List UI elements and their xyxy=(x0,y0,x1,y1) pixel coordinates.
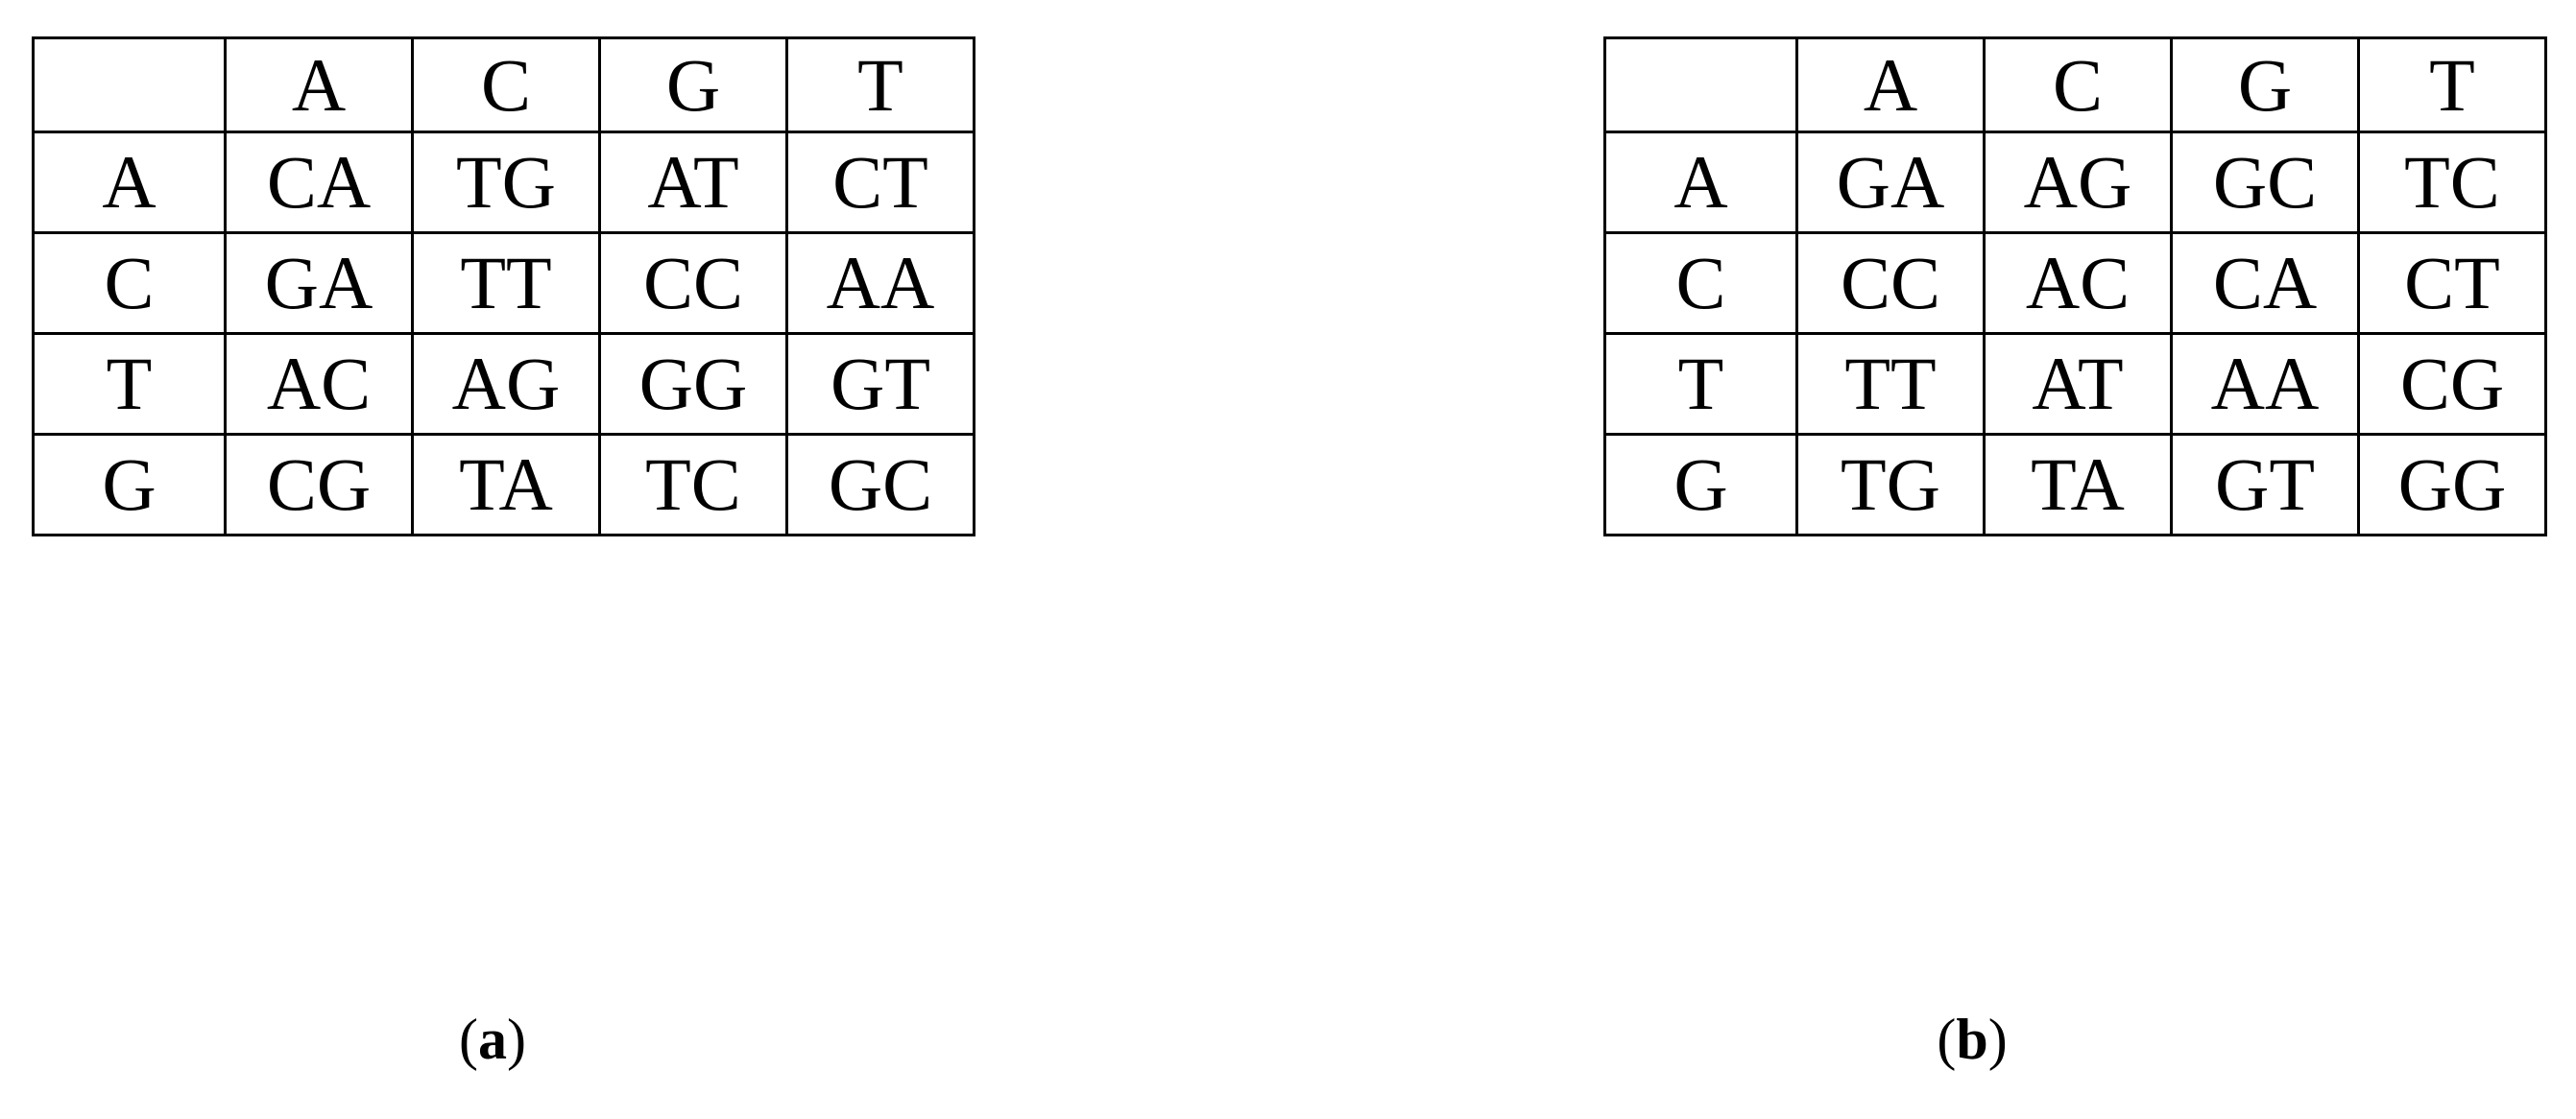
data-cell: GG xyxy=(598,332,788,436)
row-header-2: C xyxy=(1603,231,1798,335)
data-cell: GC xyxy=(785,433,975,536)
row-header-3: T xyxy=(32,332,227,436)
caption-letter: b xyxy=(1956,1008,1988,1071)
data-cell: GC xyxy=(2170,131,2360,234)
data-cell: GG xyxy=(2357,433,2547,536)
table-row: T AC AG GG GT xyxy=(32,332,975,436)
row-header-1: A xyxy=(32,131,227,234)
data-cell: TA xyxy=(1983,433,2173,536)
data-cell: GT xyxy=(785,332,975,436)
data-cell: AC xyxy=(1983,231,2173,335)
table-row: T TT AT AA CG xyxy=(1603,332,2547,436)
table-row: A GA AG GC TC xyxy=(1603,131,2547,234)
table-row: C GA TT CC AA xyxy=(32,231,975,335)
data-cell: TC xyxy=(598,433,788,536)
data-cell: CC xyxy=(598,231,788,335)
data-cell: TG xyxy=(1795,433,1986,536)
data-cell: AT xyxy=(598,131,788,234)
column-header-3: G xyxy=(598,36,788,133)
column-header-4: T xyxy=(2357,36,2547,133)
data-cell: TT xyxy=(1795,332,1986,436)
data-cell: CG xyxy=(2357,332,2547,436)
data-cell: AT xyxy=(1983,332,2173,436)
row-header-1: A xyxy=(1603,131,1798,234)
corner-cell xyxy=(32,36,227,133)
caption-letter: a xyxy=(478,1008,507,1071)
column-header-2: C xyxy=(1983,36,2173,133)
table-row: C CC AC CA CT xyxy=(1603,231,2547,335)
data-cell: TC xyxy=(2357,131,2547,234)
panel-caption-b: (b) xyxy=(1502,1011,2443,1068)
panel-caption-a: (a) xyxy=(32,1011,953,1068)
column-header-4: T xyxy=(785,36,975,133)
data-cell: GA xyxy=(224,231,414,335)
panel-b: A C G T A GA AG GC TC C CC AC CA C xyxy=(1603,0,2547,1119)
data-cell: AC xyxy=(224,332,414,436)
data-cell: CC xyxy=(1795,231,1986,335)
substitution-matrix-b: A C G T A GA AG GC TC C CC AC CA C xyxy=(1603,36,2547,536)
caption-open-paren: ( xyxy=(1937,1008,1957,1071)
data-cell: GA xyxy=(1795,131,1986,234)
row-header-4: G xyxy=(32,433,227,536)
column-header-1: A xyxy=(224,36,414,133)
data-cell: CA xyxy=(2170,231,2360,335)
data-cell: TA xyxy=(411,433,601,536)
caption-open-paren: ( xyxy=(459,1008,478,1071)
data-cell: GT xyxy=(2170,433,2360,536)
table-header-row: A C G T xyxy=(1603,36,2547,133)
table-row: G TG TA GT GG xyxy=(1603,433,2547,536)
data-cell: AG xyxy=(411,332,601,436)
table-row: A CA TG AT CT xyxy=(32,131,975,234)
data-cell: TT xyxy=(411,231,601,335)
data-cell: AA xyxy=(785,231,975,335)
column-header-1: A xyxy=(1795,36,1986,133)
table-header-row: A C G T xyxy=(32,36,975,133)
row-header-2: C xyxy=(32,231,227,335)
panel-a: A C G T A CA TG AT CT C GA TT CC A xyxy=(32,0,975,1119)
table-row: G CG TA TC GC xyxy=(32,433,975,536)
data-cell: CG xyxy=(224,433,414,536)
column-header-2: C xyxy=(411,36,601,133)
caption-close-paren: ) xyxy=(1987,1008,2008,1071)
corner-cell xyxy=(1603,36,1798,133)
substitution-matrix-a: A C G T A CA TG AT CT C GA TT CC A xyxy=(32,36,975,536)
data-cell: CT xyxy=(785,131,975,234)
row-header-4: G xyxy=(1603,433,1798,536)
data-cell: CT xyxy=(2357,231,2547,335)
column-header-3: G xyxy=(2170,36,2360,133)
data-cell: TG xyxy=(411,131,601,234)
data-cell: CA xyxy=(224,131,414,234)
data-cell: AA xyxy=(2170,332,2360,436)
caption-close-paren: ) xyxy=(507,1008,526,1071)
row-header-3: T xyxy=(1603,332,1798,436)
data-cell: AG xyxy=(1983,131,2173,234)
